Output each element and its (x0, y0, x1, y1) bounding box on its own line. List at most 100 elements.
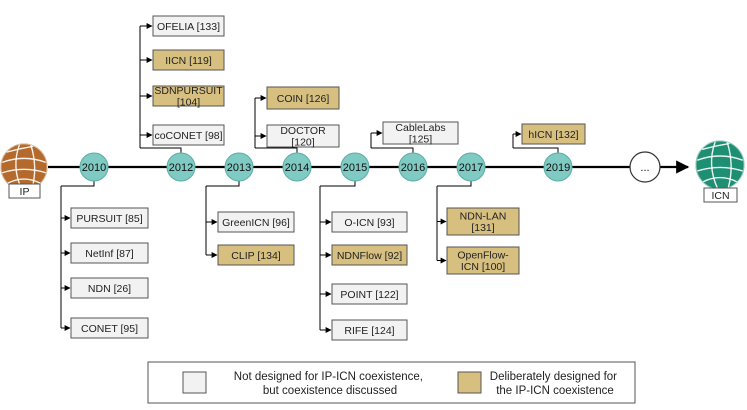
legend-line: but coexistence discussed (263, 385, 397, 397)
project-label: CableLabs[125] (395, 122, 445, 146)
project-box (152, 15, 225, 37)
legend: Not designed for IP-ICN coexistence, but… (147, 361, 636, 404)
project-label: CLIP [134] (231, 250, 281, 262)
icn-endpoint: ICN (695, 140, 745, 203)
project-box (70, 207, 149, 229)
project-label-line: COIN [126] (277, 93, 330, 105)
legend-label-not-designed: Not designed for IP-ICN coexistence, but… (234, 371, 426, 397)
year-label: 2015 (343, 162, 367, 174)
project-label: POINT [122] (340, 289, 398, 301)
project-label: COIN [126] (277, 93, 330, 105)
project-label: CONET [95] (81, 323, 138, 335)
project-box (266, 86, 340, 110)
project-box (217, 211, 295, 233)
project-label: coCONET [98] (154, 130, 222, 142)
year-label: 2014 (285, 162, 309, 174)
project-label-line: [125] (409, 134, 432, 146)
year-circle (282, 152, 312, 182)
year-node-2014: 2014 (282, 152, 312, 182)
year-label: 2016 (401, 162, 425, 174)
project-label-line: NetInf [87] (85, 248, 134, 260)
project-label-line: DOCTOR (280, 125, 326, 137)
project-box (331, 319, 408, 341)
year-circle (340, 152, 370, 182)
project-label: GreenICN [96] (222, 217, 290, 229)
project-label-line: OpenFlow- (457, 250, 509, 262)
year-node-2013: 2013 (224, 152, 254, 182)
legend-line: Deliberately designed for (490, 371, 617, 383)
project-box (331, 244, 408, 266)
year-label: 2012 (169, 162, 193, 174)
project-box (382, 121, 459, 145)
project-label-line: [131] (471, 222, 494, 234)
project-label: OpenFlow-ICN [100] (457, 250, 509, 274)
year-group-2013: GreenICN [96] CLIP [134] (205, 176, 295, 266)
year-group-2010: PURSUIT [85] NetInf [87] NDN [26] CONET [95… (60, 176, 149, 339)
project-label: O-ICN [93] (344, 217, 394, 229)
legend-label-deliberate: Deliberately designed for the IP-ICN coe… (490, 371, 620, 397)
project-box (152, 49, 225, 71)
year-label: 2010 (82, 162, 106, 174)
year-node-2010: 2010 (79, 152, 109, 182)
ellipsis-node: ... (629, 151, 661, 183)
project-box (70, 242, 149, 264)
project-label: SDNPURSUIT[104] (154, 85, 223, 109)
year-group-2015: O-ICN [93] NDNFlow [92] POINT [122] RIFE [1… (319, 176, 408, 341)
project-box (446, 246, 520, 275)
year-circle (543, 152, 573, 182)
legend-swatch-deliberate (457, 371, 482, 394)
ip-label-box (8, 183, 41, 199)
project-label-line: IICN [119] (165, 55, 212, 67)
project-label-line: [104] (177, 97, 200, 109)
year-label: 2013 (227, 162, 251, 174)
project-box (331, 211, 408, 233)
globe-icon (0, 143, 48, 191)
project-box (446, 207, 520, 236)
legend-line: the IP-ICN coexistence (496, 385, 614, 397)
year-circle (79, 152, 109, 182)
project-box (521, 123, 586, 145)
project-label: NDN-LAN[131] (460, 211, 507, 235)
project-label-line: NDN-LAN (460, 211, 507, 223)
project-box (152, 124, 225, 146)
project-label-line: CLIP [134] (231, 250, 281, 262)
project-box (152, 85, 225, 107)
year-node-2016: 2016 (398, 152, 428, 182)
project-label-line: PURSUIT [85] (76, 213, 142, 225)
year-nodes: 2010 2012 2013 2014 2015 2016 2017 2019 (79, 152, 573, 182)
ip-endpoint: IP (0, 143, 48, 199)
year-group-2012: OFELIA [133] IICN [119] SDNPURSUIT[104] coC… (139, 15, 225, 158)
project-box (331, 283, 408, 305)
year-group-2019: hICN [132] (512, 123, 586, 158)
year-node-2015: 2015 (340, 152, 370, 182)
project-label-line: O-ICN [93] (344, 217, 394, 229)
year-group-2014: COIN [126] DOCTOR[120] (254, 86, 340, 158)
project-box (266, 124, 340, 148)
project-label-line: hICN [132] (528, 129, 578, 141)
icn-label-box (703, 187, 738, 203)
project-label: IICN [119] (165, 55, 212, 67)
project-box (217, 244, 295, 266)
project-label: RIFE [124] (344, 325, 394, 337)
project-box (70, 317, 149, 339)
year-circle (456, 152, 486, 182)
project-label-line: OFELIA [133] (157, 21, 220, 33)
project-label-line: [120] (291, 137, 314, 149)
project-label: DOCTOR[120] (280, 125, 326, 149)
legend-line: Not designed for IP-ICN coexistence, (234, 371, 423, 383)
project-label-line: RIFE [124] (344, 325, 394, 337)
project-label: NDN [26] (88, 283, 131, 295)
project-label-line: SDNPURSUIT (154, 85, 223, 97)
year-node-2017: 2017 (456, 152, 486, 182)
project-label: OFELIA [133] (157, 21, 220, 33)
project-box (70, 277, 149, 299)
project-label-line: NDNFlow [92] (337, 250, 402, 262)
legend-frame (147, 361, 636, 404)
project-label-line: GreenICN [96] (222, 217, 290, 229)
year-node-2019: 2019 (543, 152, 573, 182)
project-label-line: coCONET [98] (154, 130, 222, 142)
project-label-line: CableLabs (395, 122, 445, 134)
ellipsis-label: ... (640, 162, 649, 174)
project-label: NetInf [87] (85, 248, 134, 260)
